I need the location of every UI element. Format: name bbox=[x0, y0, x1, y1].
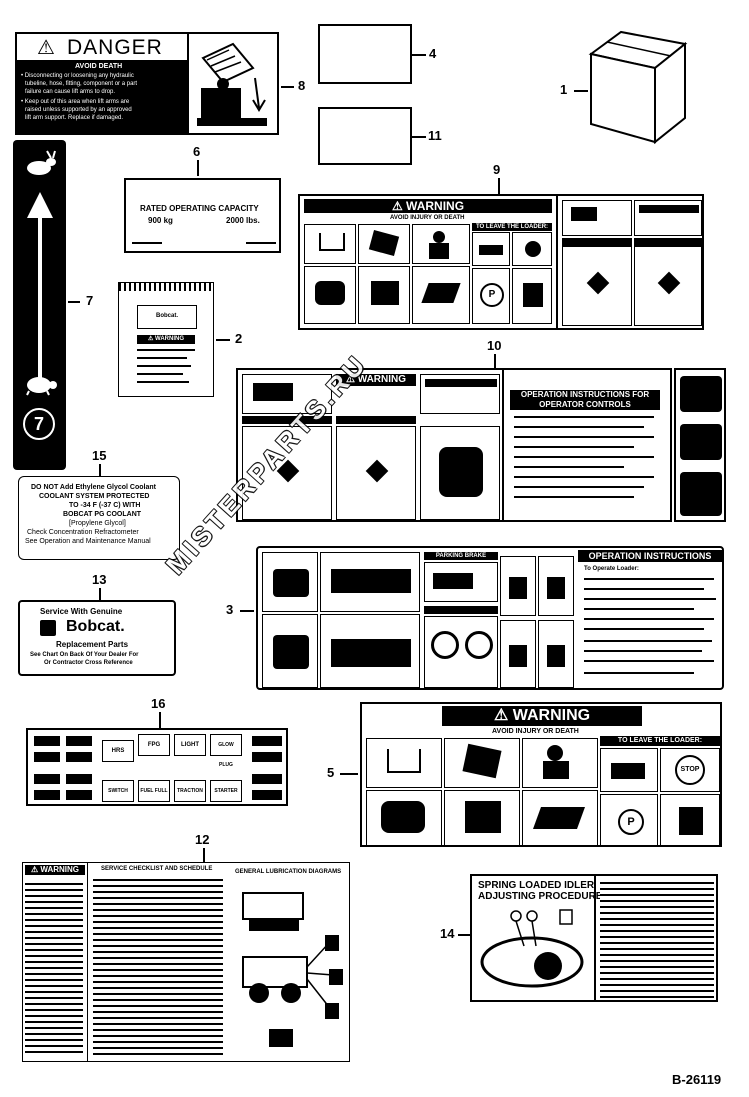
decal-6-rated-capacity: RATED OPERATING CAPACITY 900 kg 2000 lbs… bbox=[124, 178, 281, 253]
decal-10-operator-controls: ⚠ WARNING bbox=[236, 368, 504, 522]
decal-12-warning: ⚠ WARNING bbox=[25, 865, 85, 875]
park-brake-icon: P bbox=[618, 809, 644, 835]
parking-brake-icon: P bbox=[480, 283, 504, 307]
callout-6: 6 bbox=[193, 144, 201, 159]
callout-4: 4 bbox=[429, 46, 437, 61]
danger-title: DANGER bbox=[67, 36, 163, 59]
callout-16: 16 bbox=[151, 696, 166, 711]
stop-sign-icon: STOP bbox=[675, 755, 705, 785]
decal-13-genuine-parts: Service With Genuine Bobcat. Replacement… bbox=[18, 600, 176, 676]
joystick-right-diagram bbox=[657, 271, 681, 295]
decal-9-header: ⚠ WARNING bbox=[304, 199, 552, 213]
idler-belt-diagram bbox=[480, 909, 584, 988]
book-icon bbox=[319, 233, 345, 251]
manual-book-icon bbox=[387, 749, 421, 773]
decal-16-indicator-panel: HRS FPG LIGHT GLOW PLUG SWITCH POWER FUE… bbox=[26, 728, 288, 806]
danger-body: AVOID DEATH • Disconnecting or loosening… bbox=[17, 62, 187, 133]
decal-2-manual: Bobcat. ⚠ WARNING bbox=[118, 282, 214, 397]
manual-cover-logo: Bobcat. bbox=[137, 305, 197, 329]
callout-12: 12 bbox=[195, 832, 210, 847]
callout-14: 14 bbox=[440, 926, 455, 941]
callout-11: 11 bbox=[428, 128, 442, 143]
manual-spiral bbox=[119, 283, 213, 291]
bobcat-logo-icon bbox=[40, 620, 56, 636]
gear-range-icon: 7 bbox=[23, 408, 55, 440]
decal-10-warning: ⚠ WARNING bbox=[336, 374, 416, 386]
decal-10-side-panel bbox=[674, 368, 726, 522]
crush-hazard-icon bbox=[197, 42, 267, 126]
decal-12-service-checklist: ⚠ WARNING SERVICE CHECKLIST AND SCHEDULE… bbox=[22, 862, 350, 1062]
callout-9: 9 bbox=[493, 162, 501, 177]
decal-5-warning: ⚠ WARNING AVOID INJURY OR DEATH TO LEAVE… bbox=[360, 702, 722, 847]
decal-8-danger: ⚠ DANGER AVOID DEATH • Disconnecting or … bbox=[15, 32, 279, 135]
rabbit-icon bbox=[27, 150, 56, 175]
diagram-id: B-26119 bbox=[672, 1072, 722, 1087]
decal-3-ops-title: OPERATION INSTRUCTIONS bbox=[578, 550, 722, 562]
decal-kit-box-icon bbox=[588, 30, 688, 145]
rated-capacity-title: RATED OPERATING CAPACITY bbox=[140, 204, 259, 213]
callout-15: 15 bbox=[92, 448, 107, 463]
callout-1: 1 bbox=[560, 82, 568, 97]
speed-arrow-icon bbox=[27, 192, 53, 382]
decal-5-leave-label: TO LEAVE THE LOADER: bbox=[600, 736, 720, 746]
decal-5-header: ⚠ WARNING bbox=[442, 706, 642, 726]
decal-3-parking-brake: PARKING BRAKE bbox=[424, 552, 498, 560]
callout-13: 13 bbox=[92, 572, 107, 587]
joystick-left-diagram bbox=[586, 271, 610, 295]
turtle-icon bbox=[26, 377, 57, 396]
danger-triangle-icon: ⚠ bbox=[37, 37, 55, 59]
callout-2: 2 bbox=[235, 331, 243, 346]
decal-15-coolant: DO NOT Add Ethylene Glycol Coolant COOLA… bbox=[18, 476, 180, 560]
decal-11-blank bbox=[318, 107, 412, 165]
callout-8: 8 bbox=[298, 78, 306, 93]
bobcat-brand: Bobcat. bbox=[66, 618, 125, 635]
decal-7-speed-strip: 7 bbox=[13, 140, 66, 470]
decal-9-leave-label: TO LEAVE THE LOADER: bbox=[472, 223, 552, 231]
callout-3: 3 bbox=[226, 602, 234, 617]
manual-warning-strip: ⚠ WARNING bbox=[137, 335, 195, 344]
decal-3-operation: PARKING BRAKE OPERATION INSTRUCTIONS To … bbox=[256, 546, 724, 690]
callout-10: 10 bbox=[487, 338, 502, 353]
decal-4-blank bbox=[318, 24, 412, 84]
decal-14-idler-procedure: SPRING LOADED IDLER ADJUSTING PROCEDURE bbox=[470, 874, 718, 1002]
decal-9-warning: ⚠ WARNING AVOID INJURY OR DEATH TO LEAVE… bbox=[298, 194, 704, 330]
danger-header: ⚠ DANGER bbox=[17, 34, 187, 62]
callout-5: 5 bbox=[327, 765, 335, 780]
rated-capacity-lbs: 2000 lbs. bbox=[226, 216, 260, 225]
callout-7: 7 bbox=[86, 293, 94, 308]
decal-9-subheader: AVOID INJURY OR DEATH bbox=[390, 215, 465, 221]
rated-capacity-kg: 900 kg bbox=[148, 216, 173, 225]
lubrication-diagram-icon bbox=[242, 892, 343, 1047]
